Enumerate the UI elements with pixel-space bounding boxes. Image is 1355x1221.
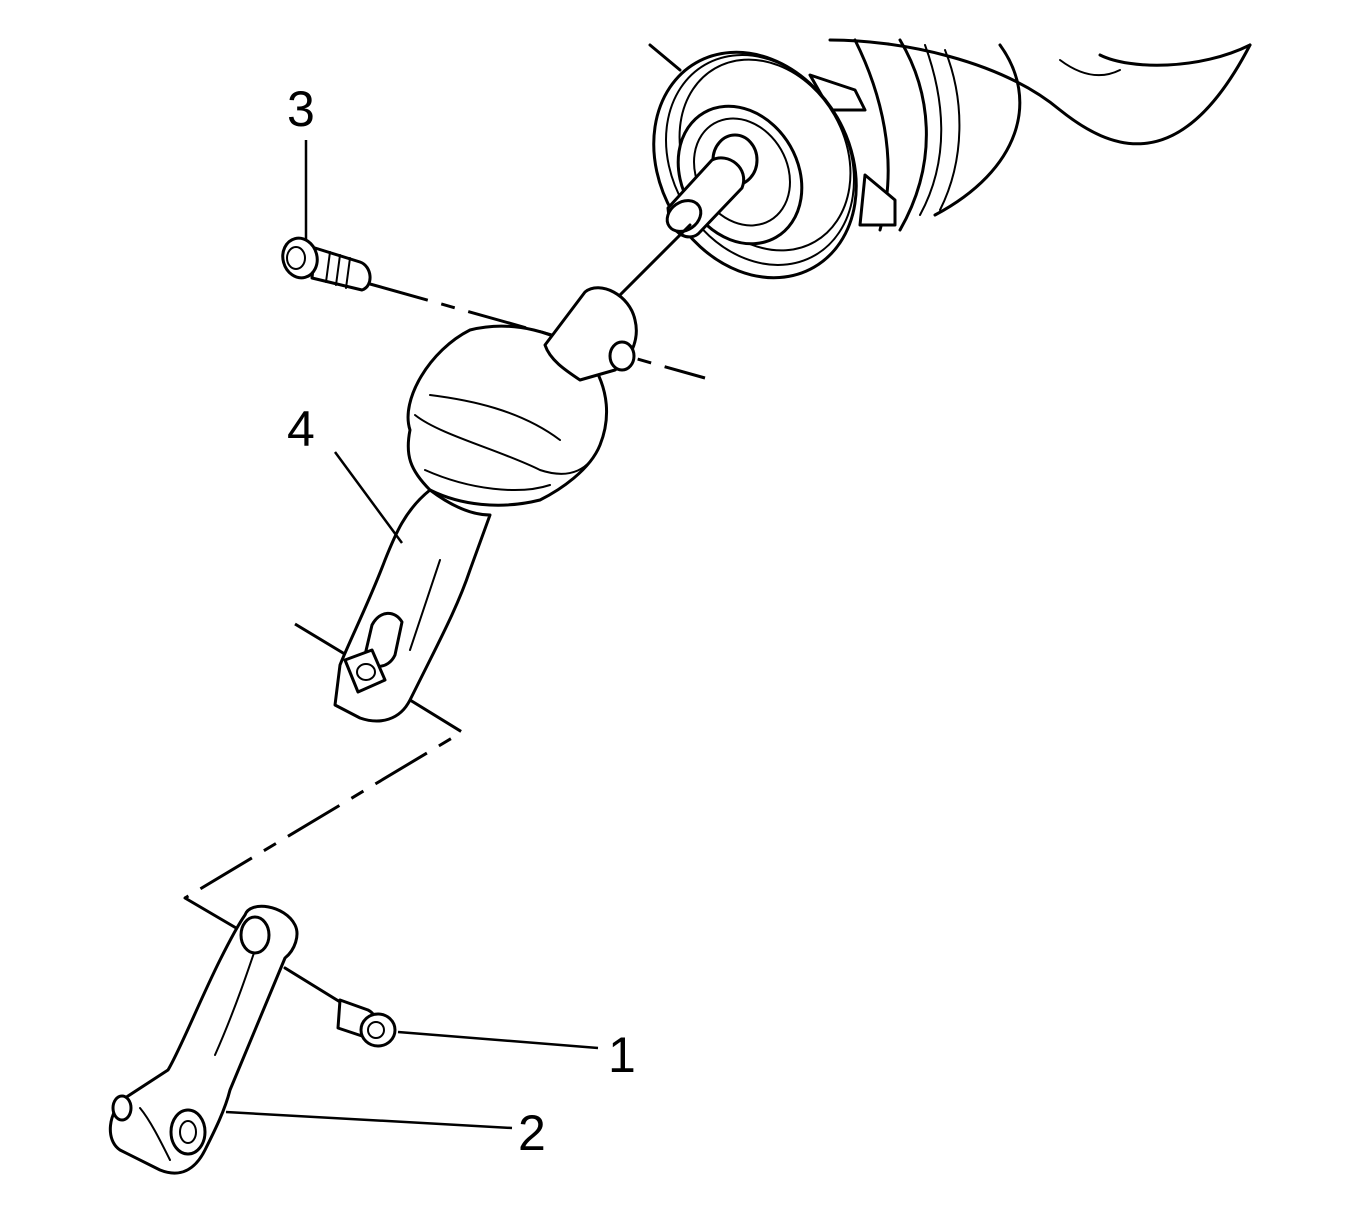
callout-3: 3 — [287, 81, 315, 137]
lower-steering-link — [108, 904, 299, 1175]
intermediate-steering-shaft — [333, 286, 638, 723]
leader-lines — [225, 140, 599, 1130]
callout-4: 4 — [287, 401, 315, 457]
lower-bolt — [336, 998, 397, 1048]
upper-pinch-bolt — [281, 236, 372, 292]
callout-1: 1 — [608, 1027, 636, 1083]
callout-2: 2 — [518, 1105, 546, 1161]
steering-gear-housing — [648, 38, 1252, 280]
